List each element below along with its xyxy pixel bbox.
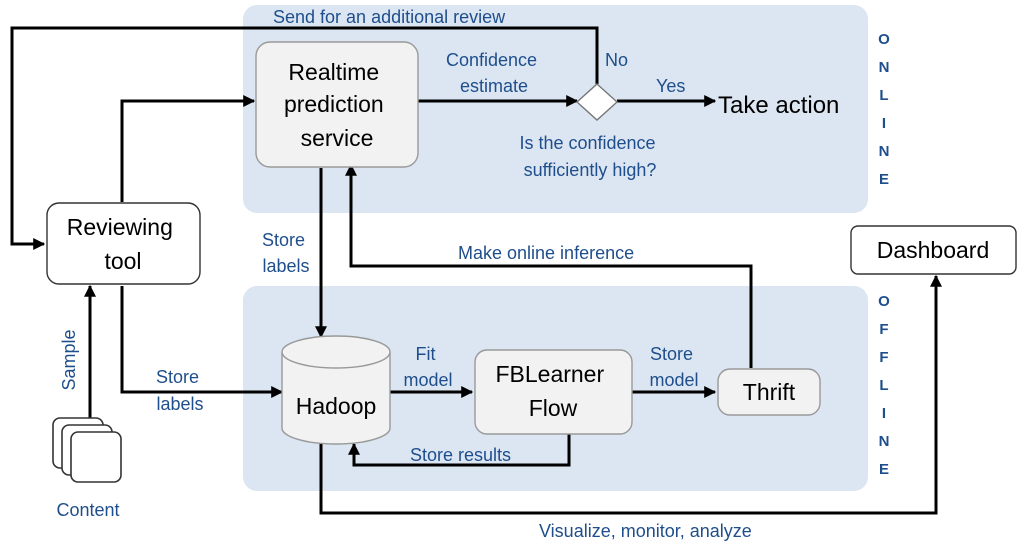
edge-store-results bbox=[348, 432, 571, 467]
svg-text:Store model: Store model bbox=[649, 344, 698, 390]
hadoop-label: Hadoop bbox=[296, 393, 377, 419]
sample-label: Sample bbox=[59, 329, 79, 390]
svg-text:F: F bbox=[879, 321, 888, 338]
svg-text:L: L bbox=[879, 377, 888, 394]
dashboard-label: Dashboard bbox=[877, 237, 990, 263]
confidence-estimate-label-2: estimate bbox=[460, 76, 528, 96]
yes-label: Yes bbox=[656, 76, 685, 96]
offline-label: O F F L I N E bbox=[878, 293, 890, 478]
svg-text:N: N bbox=[879, 59, 890, 76]
dashboard-node bbox=[850, 225, 1017, 275]
svg-text:N: N bbox=[879, 433, 890, 450]
svg-text:F: F bbox=[879, 349, 888, 366]
fblearner-label-2: Flow bbox=[529, 395, 578, 421]
svg-text:Store labels: Store labels bbox=[262, 230, 310, 276]
content-stack-icon bbox=[52, 417, 122, 483]
decision-diamond bbox=[575, 83, 619, 121]
store-results-label: Store results bbox=[410, 445, 511, 465]
svg-text:FBLearner Flow: FBLearner Flow bbox=[495, 361, 610, 421]
svg-text:Realtime prediction se: Realtime prediction service bbox=[284, 59, 390, 151]
send-review-label: Send for an additional review bbox=[273, 7, 506, 27]
store-labels-top-label-2: labels bbox=[262, 256, 309, 276]
thrift-node bbox=[717, 368, 821, 416]
reviewing-label-1: Reviewing bbox=[67, 214, 173, 240]
hadoop-node bbox=[281, 335, 391, 445]
confidence-question-label-2: sufficiently high? bbox=[524, 160, 657, 180]
svg-text:O: O bbox=[878, 293, 890, 310]
svg-text:Confidence estimate: Confidence estimate bbox=[446, 50, 542, 96]
realtime-label-3: service bbox=[301, 125, 374, 151]
svg-text:E: E bbox=[879, 171, 889, 188]
svg-text:I: I bbox=[882, 115, 886, 132]
svg-text:L: L bbox=[879, 87, 888, 104]
online-label: O N L I N E bbox=[878, 31, 890, 188]
realtime-label-1: Realtime bbox=[288, 59, 379, 85]
fit-model-label-2: model bbox=[403, 370, 452, 390]
content-label: Content bbox=[56, 500, 119, 520]
svg-text:Fit model: Fit model bbox=[403, 344, 452, 390]
svg-text:O: O bbox=[878, 31, 890, 48]
edge-send-review bbox=[10, 26, 599, 250]
store-labels-left-label-1: Store bbox=[156, 367, 199, 387]
make-inference-label: Make online inference bbox=[458, 243, 634, 263]
fblearner-label-1: FBLearner bbox=[495, 361, 604, 387]
edge-store-labels-left bbox=[120, 286, 284, 398]
fblearner-flow-node bbox=[474, 349, 633, 435]
take-action-label: Take action bbox=[718, 92, 839, 119]
thrift-label: Thrift bbox=[743, 379, 796, 405]
svg-text:N: N bbox=[879, 143, 890, 160]
confidence-question-label-1: Is the confidence bbox=[519, 133, 655, 153]
no-label: No bbox=[605, 50, 628, 70]
edge-reviewing-to-realtime bbox=[120, 95, 256, 202]
realtime-prediction-service-node bbox=[255, 41, 419, 168]
visualize-label: Visualize, monitor, analyze bbox=[539, 521, 752, 541]
svg-text:Reviewing tool: Reviewing tool bbox=[67, 214, 180, 274]
svg-text:E: E bbox=[879, 461, 889, 478]
svg-text:I: I bbox=[882, 405, 886, 422]
store-model-label-2: model bbox=[649, 370, 698, 390]
confidence-estimate-label-1: Confidence bbox=[446, 50, 537, 70]
store-model-label-1: Store bbox=[650, 344, 693, 364]
store-labels-top-label-1: Store bbox=[262, 230, 305, 250]
store-labels-left-label-2: labels bbox=[156, 394, 203, 414]
fit-model-label-1: Fit bbox=[415, 344, 435, 364]
reviewing-tool-node bbox=[46, 202, 201, 285]
edge-visualize bbox=[319, 274, 942, 515]
edge-online-inference bbox=[345, 163, 753, 368]
svg-text:Is the confidence sufficie: Is the confidence sufficiently high? bbox=[519, 133, 660, 180]
reviewing-label-2: tool bbox=[104, 248, 141, 274]
realtime-label-2: prediction bbox=[284, 91, 384, 117]
svg-text:Store labels: Store labels bbox=[156, 367, 204, 414]
